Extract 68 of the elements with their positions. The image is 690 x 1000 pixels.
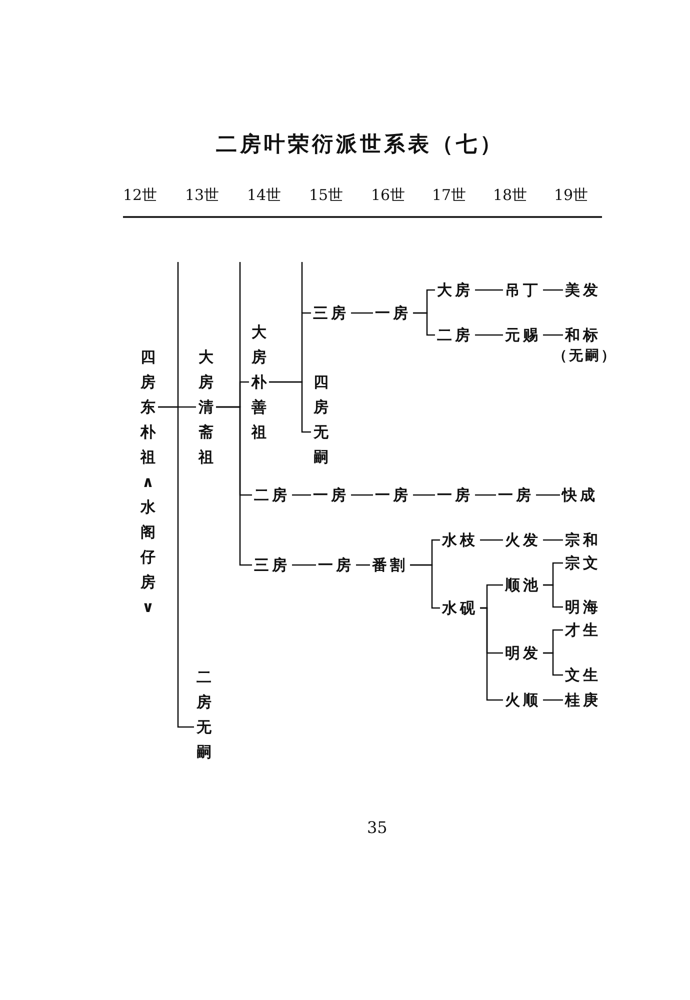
- name-text: 一房: [313, 486, 349, 504]
- name-text: 三房: [254, 556, 290, 574]
- name-text: 一房: [498, 486, 534, 504]
- name-text: 水枝: [442, 531, 478, 549]
- tree-line: [158, 406, 194, 728]
- name-text: 二房无嗣: [196, 665, 212, 765]
- name-text: 水砚: [442, 599, 478, 617]
- note-text: （无嗣）: [553, 347, 617, 365]
- tree-line: [410, 564, 440, 609]
- tree-line: [543, 539, 563, 541]
- tree-line: [543, 584, 563, 608]
- name-text: 美发: [565, 281, 601, 299]
- name-text: 番割: [372, 556, 408, 574]
- tree-line: [216, 406, 252, 566]
- name-text: 一房: [375, 304, 411, 322]
- name-text: 明发: [505, 644, 541, 662]
- tree-line: [356, 564, 370, 566]
- generation-heading: 18世: [493, 186, 528, 205]
- tree-line: [480, 607, 503, 701]
- name-text: 和标: [565, 326, 601, 344]
- name-text: 元赐: [505, 326, 541, 344]
- tree-line: [543, 699, 563, 701]
- tree-line: [543, 652, 563, 676]
- name-text: 一房: [437, 486, 473, 504]
- title: 二房叶荣衍派世系表（七）: [215, 131, 505, 158]
- name-text: 一房: [375, 486, 411, 504]
- name-text: 桂庚: [565, 691, 601, 709]
- name-text: 四房无嗣: [313, 370, 329, 470]
- name-text: 吊丁: [505, 281, 541, 299]
- generation-heading: 13世: [185, 186, 220, 205]
- name-text: 四房东朴祖∧水阁仔房∨: [140, 345, 156, 620]
- generation-heading: 17世: [432, 186, 466, 205]
- generation-heading: 14世: [247, 186, 282, 205]
- page-number: 35: [367, 818, 388, 837]
- name-text: 大房: [437, 281, 473, 299]
- tree-line: [543, 289, 563, 291]
- tree-line: [292, 494, 311, 496]
- generation-heading: 16世: [371, 186, 406, 205]
- tree-line: [269, 381, 311, 433]
- tree-line: [475, 334, 503, 336]
- generation-heading: 15世: [309, 186, 344, 205]
- name-text: 快成: [562, 486, 598, 504]
- name-text: 顺池: [505, 576, 541, 594]
- name-text: 火发: [505, 531, 541, 549]
- name-text: 才生: [565, 621, 601, 639]
- tree-line: [413, 494, 435, 496]
- name-text: 宗和: [565, 531, 601, 549]
- tree-line: [413, 312, 435, 336]
- name-text: 二房: [437, 326, 473, 344]
- tree-line: [543, 334, 563, 336]
- name-text: 大房清斋祖: [198, 345, 214, 470]
- tree-line: [351, 494, 373, 496]
- name-text: 三房: [313, 304, 349, 322]
- name-text: 二房: [254, 486, 290, 504]
- tree-line: [536, 494, 560, 496]
- tree-line: [475, 289, 503, 291]
- tree-line: [292, 564, 316, 566]
- name-text: 大房朴善祖: [251, 320, 267, 445]
- name-text: 文生: [565, 666, 601, 684]
- name-text: 火顺: [505, 691, 541, 709]
- name-text: 明海: [565, 598, 601, 616]
- tree-line: [475, 494, 496, 496]
- name-text: 宗文: [565, 554, 601, 572]
- name-text: 一房: [318, 556, 354, 574]
- generation-heading: 19世: [554, 186, 588, 205]
- tree-line: [351, 312, 373, 314]
- tree-line: [480, 539, 503, 541]
- generation-heading: 12世: [123, 186, 158, 205]
